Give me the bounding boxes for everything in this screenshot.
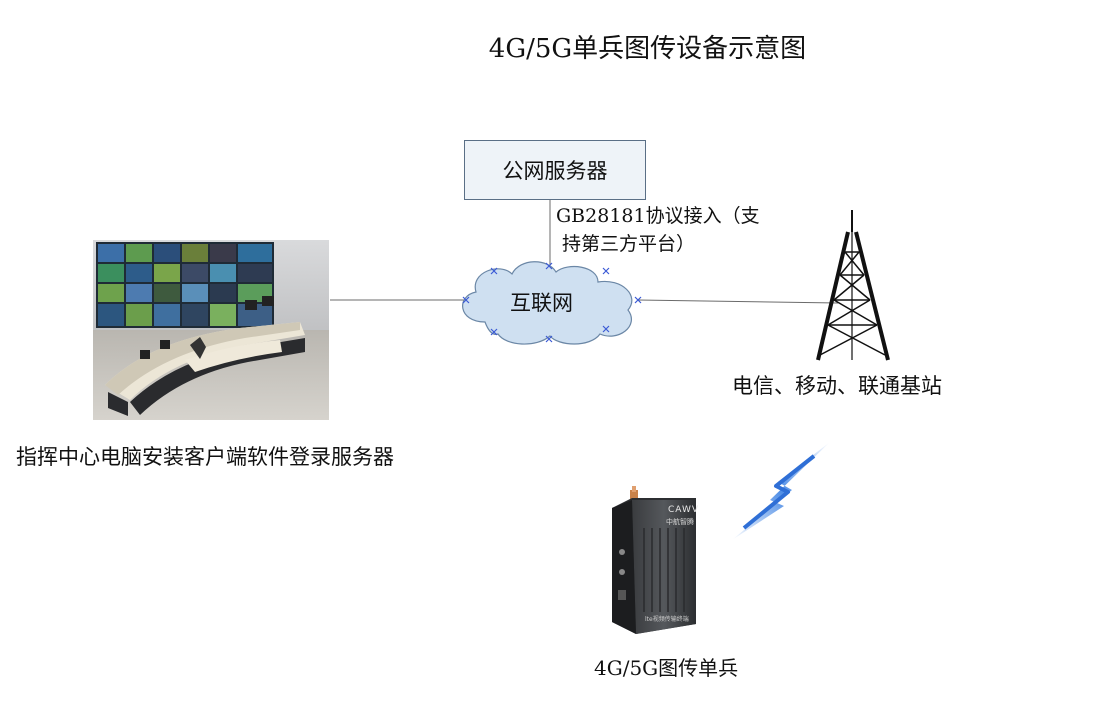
internet-label: 互联网	[510, 291, 573, 315]
title-text: 4G/5G单兵图传设备示意图	[488, 34, 807, 64]
diagram-title: 4G/5G单兵图传设备示意图	[0, 28, 1115, 65]
internet-cloud	[462, 261, 642, 345]
base-station-label: 电信、移动、联通基站	[732, 374, 942, 398]
connector-lines	[330, 200, 839, 304]
cell-tower-icon	[816, 210, 890, 361]
device-brand-logo: CAWV	[668, 505, 700, 515]
public-server-label: 公网服务器	[502, 159, 608, 183]
control-room-photo	[93, 240, 329, 420]
public-server-box: 公网服务器	[464, 140, 646, 200]
device-label: 4G/5G图传单兵	[594, 656, 739, 680]
tower-to-internet-line	[637, 299, 839, 304]
protocol-note-line-2: 持第三方平台）	[562, 233, 696, 255]
protocol-note-line-1: GB28181协议接入（支	[556, 205, 760, 227]
device-panel-text: lte视频传输终端	[645, 616, 689, 623]
device-brand-cn: 中航智腾	[666, 518, 694, 526]
command-center-label: 指挥中心电脑安装客户端软件登录服务器	[16, 445, 394, 469]
transmitter-device-icon	[612, 486, 696, 634]
protocol-note: GB28181协议接入（支 持第三方平台）	[556, 202, 806, 258]
wireless-signal-icon	[732, 442, 830, 540]
